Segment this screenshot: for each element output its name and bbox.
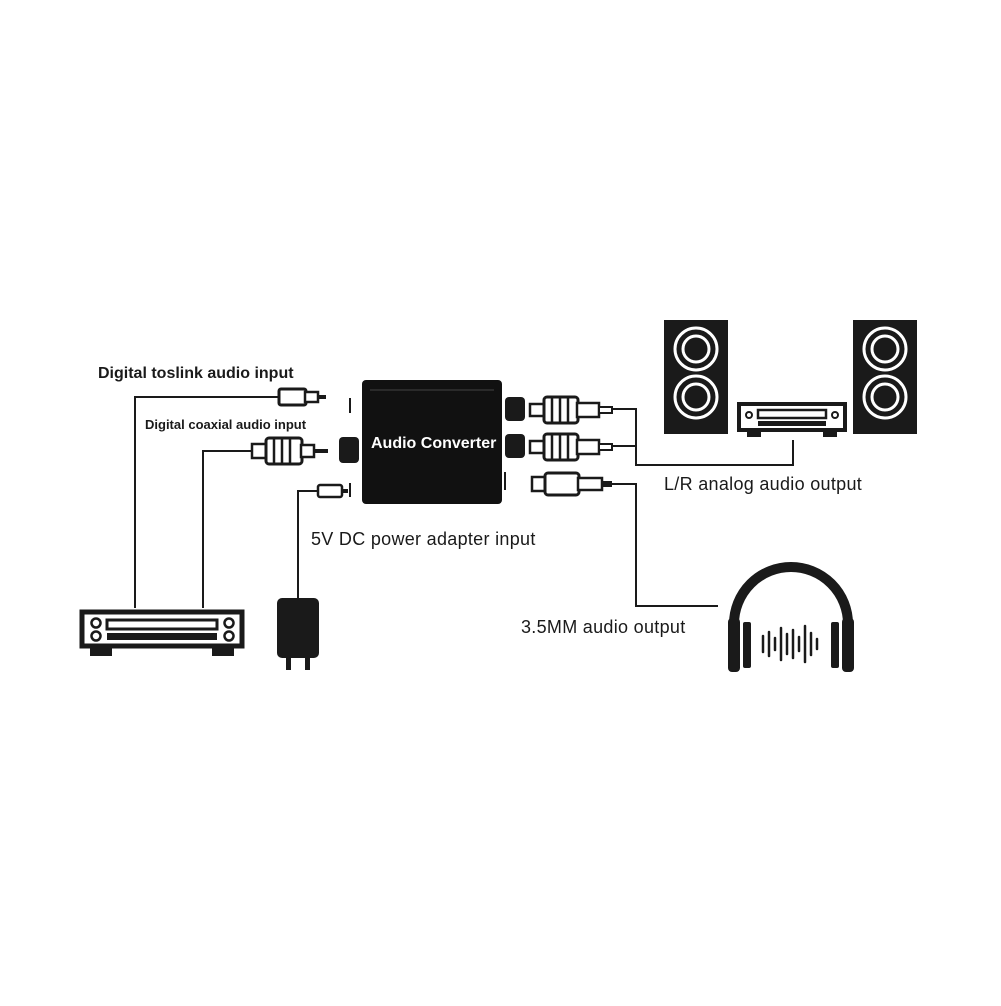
power-input-label: 5V DC power adapter input <box>311 529 536 549</box>
rca-plug-icon <box>250 436 328 466</box>
toslink-input-label: Digital toslink audio input <box>98 365 294 382</box>
power-cable <box>297 490 318 600</box>
mm-output-wire <box>612 483 718 607</box>
device-label: Audio Converter <box>371 435 497 452</box>
speaker-icon <box>664 320 728 434</box>
coaxial-input-label: Digital coaxial audio input <box>145 417 307 432</box>
dvd-player-icon <box>79 609 245 656</box>
toslink-plug-icon <box>277 387 326 407</box>
speaker-icon <box>853 320 917 434</box>
lr-wire-top <box>612 408 794 466</box>
amplifier-icon <box>737 402 847 437</box>
rca-plug-icon <box>528 432 613 462</box>
coaxial-wire <box>202 450 252 608</box>
mm-output-label: 3.5MM audio output <box>521 617 686 637</box>
rca-plug-icon <box>528 395 613 425</box>
lr-output-label: L/R analog audio output <box>664 474 863 494</box>
power-plug-icon <box>316 483 348 499</box>
toslink-wire <box>134 396 280 608</box>
power-adapter-icon <box>277 598 319 670</box>
audio-converter-device <box>362 380 502 504</box>
mm-jack-plug-icon <box>530 471 612 497</box>
headphones-icon <box>728 562 854 672</box>
